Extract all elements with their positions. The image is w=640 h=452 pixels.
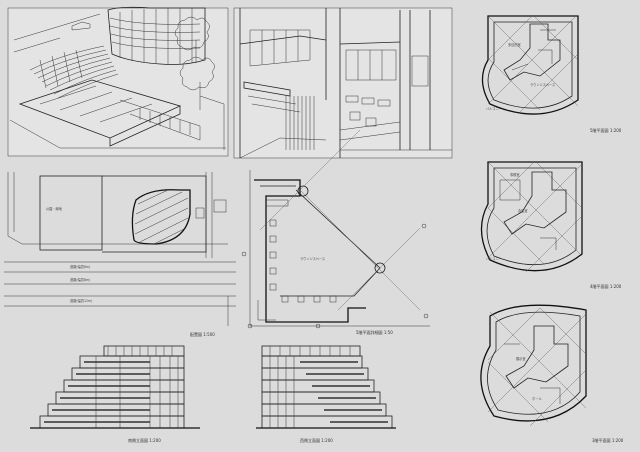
site-plan-caption: 配置図 1:500 [190,331,215,337]
exterior-perspective-drawing [7,6,229,157]
plan-4f-room-label: 会議室 [518,208,528,213]
west-elevation-caption: 西側立面図 1:200 [300,437,333,443]
plan-4f-caption: 4階平面図 1:200 [590,283,622,289]
interior-perspective-drawing [233,7,453,159]
detail-plan-caption: 5階平面詳細図 1:50 [356,329,393,335]
plan-3f-room-label: 展示室 [516,356,526,361]
plan-3f-room-label: ホール [532,396,542,401]
road-label: 道路(幅員12m) [70,298,92,303]
plan-5f-room-label: 多目的室 [508,42,521,47]
road-label: 道路(幅員8m) [70,277,90,282]
plan-5f-caption: 5階平面図 1:200 [590,127,622,133]
south-elevation: 南側立面図 1:200 [30,345,200,443]
site-plan: 公園・緑地 道路(幅員6m) 道路(幅員8m) 道路(幅員12m) 配置図 1:… [4,172,236,337]
west-elevation: 西側立面図 1:200 [256,345,396,443]
road-label: 道路(幅員6m) [70,264,90,269]
site-park-label: 公園・緑地 [46,206,63,211]
plan-4f-balcony-label: バルコニー [486,257,502,261]
plan-4f-room-label: 事務室 [510,172,520,177]
south-elevation-floors [39,355,185,429]
floor-plan-5f: 多目的室 ラウンジスペース バルコニー 5階平面図 1:200 [481,15,622,133]
plan-5f-balcony-label: バルコニー [486,107,502,111]
floor-plan-3f: 展示室 ホール 3階平面図 1:200 [480,304,624,443]
detail-plan-5f: ラウンジスペース 5階平面詳細図 1:50 [241,129,430,335]
floor-plan-4f: 事務室 会議室 バルコニー 4階平面図 1:200 [480,161,622,289]
west-elevation-floors [261,355,393,429]
plan-5f-room-label: ラウンジスペース [530,82,555,87]
plan-3f-caption: 3階平面図 1:200 [592,437,624,443]
detail-space-label: ラウンジスペース [300,256,325,261]
south-elevation-caption: 南側立面図 1:200 [128,437,161,443]
